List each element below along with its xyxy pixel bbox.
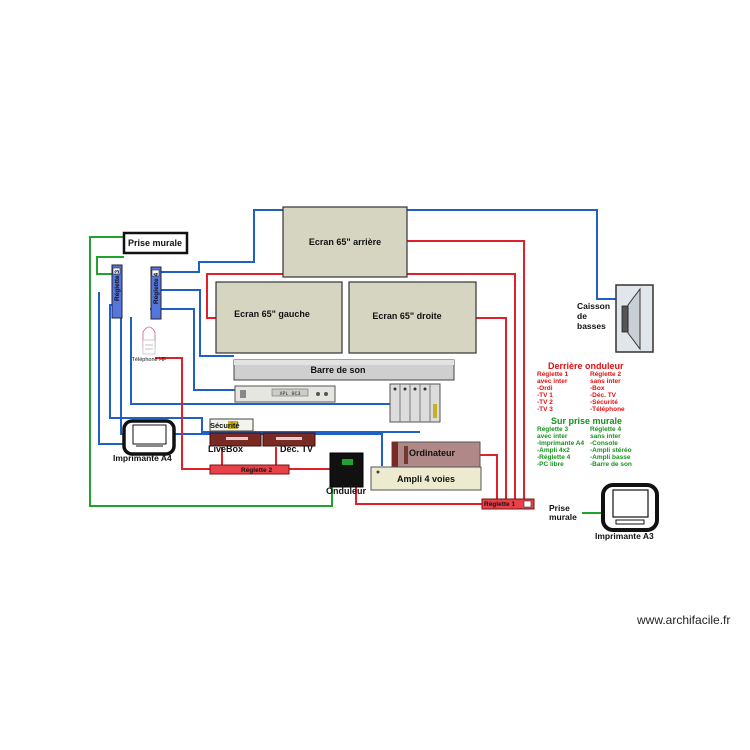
legend-item: -TV 1 — [537, 392, 553, 399]
prise-murale-right-label-1: Prise — [549, 503, 570, 513]
legend-onduleur-col2: Réglette 2 sans inter -Box -Déc. TV -Séc… — [590, 371, 625, 413]
telephone-hf[interactable]: Téléphone HF — [132, 326, 167, 363]
reglette-3[interactable]: Réglette 3 — [111, 264, 123, 319]
onduleur-label: Onduleur — [326, 486, 366, 496]
reglette-4[interactable]: Réglette 4 — [150, 266, 162, 320]
legend-item: sans inter — [590, 433, 621, 440]
ecran-gauche[interactable]: Ecran 65" gauche — [215, 281, 343, 354]
blue-cable-imprimante — [109, 304, 420, 433]
prise-murale-right-label-2: murale — [549, 512, 577, 522]
legend-item: -TV 3 — [537, 406, 553, 413]
imprimante-a3[interactable]: Imprimante A3 — [595, 483, 659, 541]
legend-item: -Téléphone — [590, 406, 625, 413]
legend-item: -Console — [590, 440, 618, 447]
reglette-2-label: Réglette 2 — [241, 467, 272, 474]
telephone-hf-label: Téléphone HF — [132, 357, 167, 363]
red-cable-ecran-droite — [476, 317, 507, 499]
green-cable-main — [89, 236, 333, 507]
barre-de-son[interactable]: Barre de son — [233, 359, 455, 381]
legend-onduleur-col1: Réglette 1 avec inter -Ordi -TV 1 -TV 2 … — [537, 371, 568, 413]
prise-murale-right[interactable]: Prise murale — [549, 503, 577, 522]
ecran-arriere[interactable]: Ecran 65" arrière — [282, 206, 408, 278]
legend-item: avec inter — [537, 433, 568, 440]
legend-prise-murale: Sur prise murale Réglette 3 avec inter -… — [537, 416, 632, 468]
legend-item: Réglette 1 — [537, 371, 568, 378]
green-cables — [89, 236, 603, 514]
red-cable-ecran-gauche — [206, 273, 516, 499]
blue-cable-ampli-stereo — [150, 308, 235, 391]
ecran-arriere-label: Ecran 65" arrière — [309, 237, 381, 247]
reglette-1-label: Réglette 1 — [484, 501, 515, 508]
legend-item: -Réglette 4 — [537, 454, 571, 461]
red-cables — [155, 240, 525, 505]
legend-item: -Imprimante A4 — [537, 440, 584, 447]
ecran-gauche-label: Ecran 65" gauche — [234, 309, 310, 319]
blue-cables — [98, 209, 620, 466]
legend-item: avec inter — [537, 378, 568, 385]
reglette-1[interactable]: Réglette 1 — [481, 498, 535, 510]
legend-item: Réglette 3 — [537, 426, 568, 433]
watermark[interactable]: www.archifacile.fr — [636, 613, 730, 627]
legend-prise-title: Sur prise murale — [551, 416, 622, 426]
legend-item: Réglette 4 — [590, 426, 621, 433]
livebox[interactable]: LiveBox — [208, 432, 262, 454]
blue-cable-console — [130, 317, 390, 405]
imprimante-a3-label: Imprimante A3 — [595, 531, 654, 541]
legend-item: -Ampli stéréo — [590, 447, 632, 454]
legend-item: -PC libre — [537, 461, 564, 468]
legend-item: Réglette 2 — [590, 371, 621, 378]
caisson-label-1: Caisson — [577, 301, 610, 311]
securite-label: Sécurité — [210, 421, 240, 430]
legend-item: -TV 2 — [537, 399, 553, 406]
ampli-stereo[interactable]: XPL 9C3 — [234, 385, 336, 403]
legend-item: -Sécurité — [590, 399, 618, 406]
imprimante-a4[interactable]: Imprimante A4 — [113, 419, 176, 463]
legend-prise-col2: Réglette 4 sans inter -Console -Ampli st… — [590, 426, 632, 468]
red-cable-telephone — [155, 357, 210, 470]
blue-cable-barre-son — [160, 289, 234, 357]
ecran-droite-label: Ecran 65" droite — [372, 311, 441, 321]
barre-de-son-label: Barre de son — [310, 365, 365, 375]
legend-item: -Barre de son — [590, 461, 632, 468]
legend-item: -Ordi — [537, 385, 553, 392]
legend-item: -Ampli basse — [590, 454, 631, 461]
caisson-de-basses[interactable]: Caisson de basses — [577, 284, 654, 353]
legend-item: -Ampli 4x2 — [537, 447, 570, 454]
blue-cable-ampli-basse — [98, 292, 124, 445]
ordinateur-label: Ordinateur — [409, 448, 456, 458]
legend-derriere-onduleur: Derrière onduleur Réglette 1 avec inter … — [537, 361, 625, 413]
dec-tv-label: Déc. TV — [280, 444, 313, 454]
legend-prise-col1: Réglette 3 avec inter -Imprimante A4 -Am… — [537, 426, 584, 468]
legend-item: sans inter — [590, 378, 621, 385]
legend-onduleur-title: Derrière onduleur — [548, 361, 624, 371]
legend-item: -Déc. TV — [590, 392, 617, 399]
dec-tv[interactable]: Déc. TV — [262, 432, 316, 454]
green-cable-reglette — [96, 256, 124, 275]
legend-item: -Box — [590, 385, 605, 392]
livebox-label: LiveBox — [208, 444, 243, 454]
ampli-4-voies-label: Ampli 4 voies — [397, 474, 455, 484]
prise-murale-top-label: Prise murale — [128, 238, 182, 248]
caisson-label-2: de — [577, 311, 587, 321]
ordinateur[interactable]: Ordinateur — [391, 441, 481, 468]
red-cable-reglette1 — [355, 487, 482, 505]
console-rack[interactable] — [389, 383, 441, 423]
ecran-droite[interactable]: Ecran 65" droite — [348, 281, 477, 354]
prise-murale-top[interactable]: Prise murale — [122, 231, 189, 255]
caisson-label-3: basses — [577, 321, 606, 331]
imprimante-a4-label: Imprimante A4 — [113, 453, 172, 463]
red-cable-ecran-arriere — [407, 240, 525, 499]
red-cable-ordi — [480, 454, 498, 499]
ampli-stereo-display: XPL 9C3 — [279, 391, 300, 397]
onduleur[interactable]: Onduleur — [326, 452, 366, 496]
reglette-4-label: Réglette 4 — [153, 273, 160, 304]
ampli-4-voies[interactable]: Ampli 4 voies — [370, 466, 482, 491]
reglette-2[interactable]: Réglette 2 — [209, 464, 290, 475]
securite[interactable]: Sécurité — [209, 418, 254, 432]
blue-cable-caisson — [156, 209, 620, 300]
reglette-3-label: Réglette 3 — [114, 270, 121, 301]
